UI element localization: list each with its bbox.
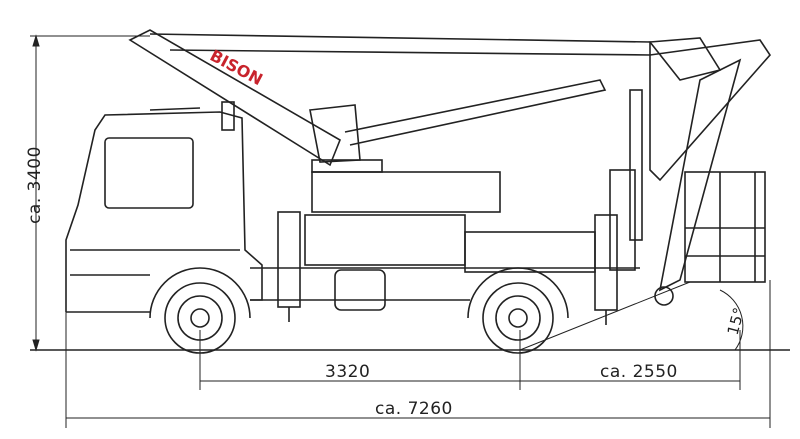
rear-overhang-label: ca. 2550 <box>600 362 678 382</box>
height-label: ca. 3400 <box>25 146 45 224</box>
chassis <box>250 159 640 325</box>
wheelbase-label: 3320 <box>325 362 371 382</box>
height-dimension <box>30 34 150 352</box>
length-dimensions <box>65 280 771 428</box>
total-length-label: ca. 7260 <box>375 399 453 419</box>
front-wheel <box>149 267 251 354</box>
basket <box>684 171 766 283</box>
boom <box>128 29 772 306</box>
rear-wheel <box>467 267 569 354</box>
